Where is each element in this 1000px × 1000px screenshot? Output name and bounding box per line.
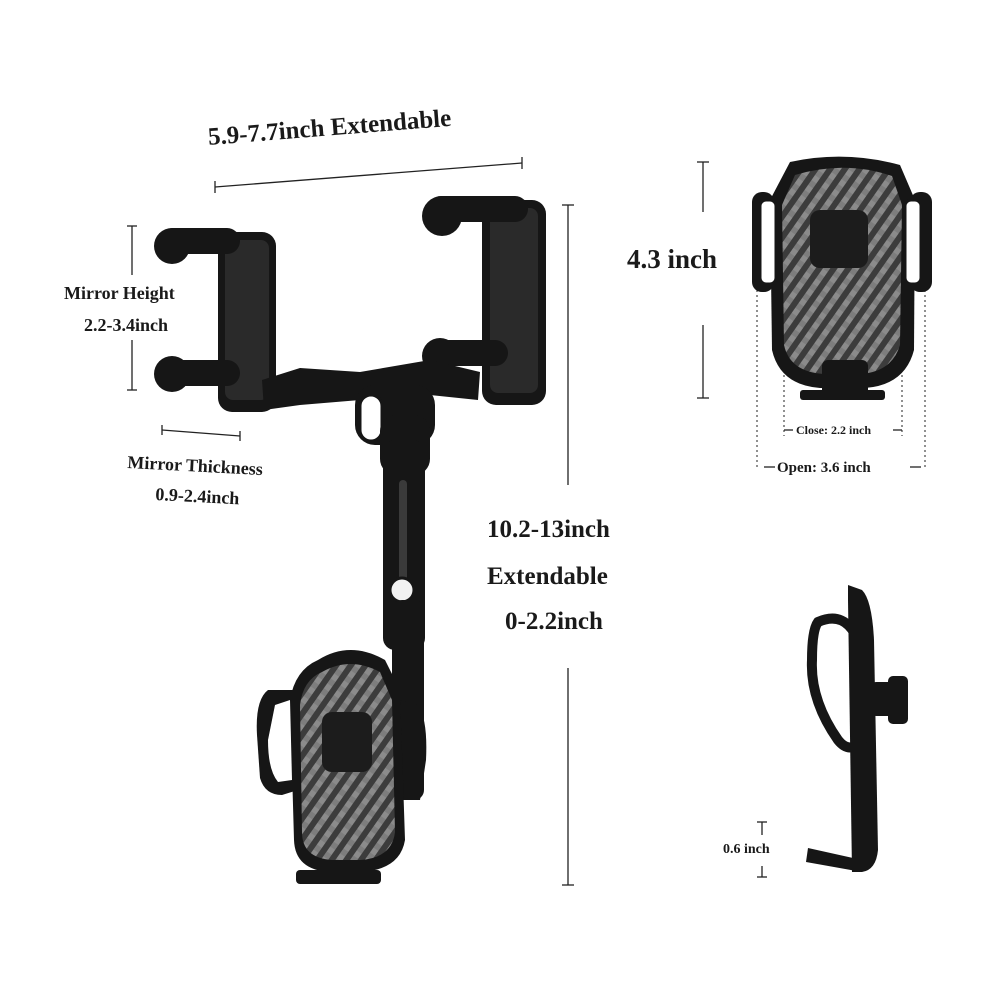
open-width-label: Open: 3.6 inch (777, 460, 871, 476)
side-holder-view (806, 585, 908, 872)
length-line-2: Extendable (487, 563, 608, 590)
mirror-thickness-value: 0.9-2.4inch (154, 484, 240, 509)
base-depth-label: 0.6 inch (723, 842, 770, 857)
dimension-lines (127, 157, 926, 886)
close-width-label: Close: 2.2 inch (796, 423, 871, 437)
holder-height-label: 4.3 inch (627, 244, 718, 274)
front-holder-view (752, 156, 932, 400)
mirror-mount (154, 196, 546, 800)
length-line-1: 10.2-13inch (487, 516, 610, 543)
mirror-height-value: 2.2-3.4inch (84, 315, 169, 335)
length-line-3: 0-2.2inch (505, 608, 603, 635)
mirror-height-title: Mirror Height (64, 283, 175, 303)
main-phone-cradle (256, 650, 427, 884)
